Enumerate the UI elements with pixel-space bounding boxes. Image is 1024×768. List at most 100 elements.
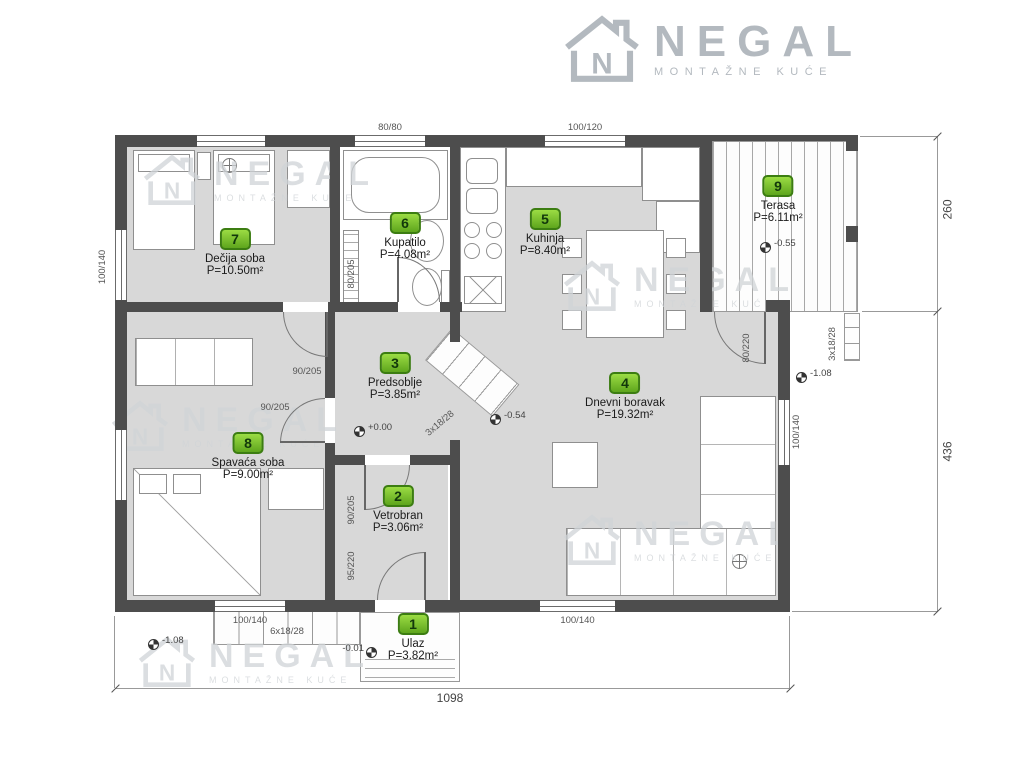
house-logo-icon: N [111,400,169,451]
watermark-brand: NEGAL [634,515,798,553]
wall-segment [330,147,340,312]
room-area: P=9.00m² [222,469,274,481]
wall-segment [615,600,790,612]
room-label-vetrobran: 2 Vetrobran P=3.06m² [373,485,423,534]
house-logo-icon: N [138,636,196,687]
kitchen-sink-basin [466,188,498,214]
bathtub-basin [351,157,440,213]
dim-label-terrace-depth: 260 [940,199,955,220]
extension-line [114,616,115,688]
room-label-predsoblje: 3 Predsoblje P=3.85m² [368,352,422,401]
dim-label-steps-entrance: 6x18/28 [270,626,304,637]
hob-burner [464,243,480,259]
watermark-subtitle: MONTAŽNE KUĆE [214,193,357,203]
room-name: Kupatilo [384,237,426,249]
wall-segment [115,600,215,612]
wall-segment [285,600,375,612]
watermark-subtitle: MONTAŽNE KUĆE [209,675,352,685]
dim-label-window-bottom-living: 100/140 [560,615,595,626]
chair [666,238,686,258]
wall-segment [328,302,398,312]
room-area: P=3.85m² [369,389,421,401]
chair [666,310,686,330]
room-area: P=3.82m² [387,650,439,662]
room-name: Dečija soba [204,253,266,265]
hob-burner [486,243,502,259]
logo-subtitle: MONTAŽNE KUĆE [654,66,834,78]
hob-burner [486,222,502,238]
wall-segment [778,465,790,612]
watermark-brand: NEGAL [634,261,798,299]
dining-table [586,230,664,338]
house-logo-icon: N [563,514,621,565]
logo-letter: N [584,284,600,310]
door-leaf [326,312,328,357]
house-logo-icon: N [565,15,639,82]
wall-segment [325,443,335,600]
room-label-spavaca-soba: 8 Spavaća soba P=9.00m² [211,432,285,481]
dim-label-door-entrance: 95/220 [346,551,357,581]
window [197,135,265,147]
watermark-logo: N NEGAL MONTAŽNE KUĆE [560,258,798,314]
level-marker-icon [760,242,771,253]
dim-label-window-bottom-bedroom: 100/140 [232,615,268,626]
window [545,135,625,147]
level-text-entry: -0.01 [342,643,364,654]
window [540,600,615,612]
window [778,400,790,465]
chair [562,238,582,258]
level-marker-icon [366,647,377,658]
logo-letter: N [164,178,180,204]
wall-segment [700,135,712,312]
toilet-tank [441,270,450,304]
room-area: P=4.08m² [379,249,431,261]
watermark-logo: N NEGAL MONTAŽNE KUĆE [560,512,798,568]
level-text-hall: +0.00 [368,422,393,433]
watermark-logo: N NEGAL MONTAŽNE KUĆE [135,634,373,690]
watermark-brand: NEGAL [214,155,378,193]
wardrobe [287,150,330,208]
stairs-terrace [844,313,860,361]
pillow [173,474,201,494]
porch-steps [365,652,455,678]
house-logo-icon: N [143,154,201,205]
logo-letter: N [584,538,600,564]
level-marker-icon [490,414,501,425]
watermark-text: NEGAL MONTAŽNE KUĆE [634,517,798,563]
wall-segment [425,135,545,147]
room-name: Predsoblje [367,377,423,389]
coffee-table [552,442,598,488]
door-leaf [280,441,325,443]
room-label-kupatilo: 6 Kupatilo P=4.08m² [380,212,430,261]
wall-segment [335,455,365,465]
level-text-terrace-ground: -1.08 [810,368,832,379]
room-name: Spavaća soba [211,457,285,469]
wall-segment [325,312,335,398]
logo-text: NEGAL MONTAŽNE KUĆE [654,20,863,79]
level-marker-icon [354,426,365,437]
level-marker-icon [796,372,807,383]
wall-segment [450,312,460,342]
dim-label-door-children: 90/205 [292,366,322,377]
dim-label-house-depth: 436 [940,441,955,462]
room-area: P=19.32m² [596,409,654,421]
room-name: Kuhinja [525,233,565,245]
room-name: Terasa [760,200,796,212]
dim-label-door-terrace: 80/220 [741,333,752,363]
logo-letter: N [132,424,148,450]
wall-segment [846,135,858,151]
level-text-living: -0.54 [504,410,526,421]
dimension-line [115,688,791,689]
room-label-ulaz: 1 Ulaz P=3.82m² [388,613,438,662]
ceiling-light-icon [732,554,747,569]
room-badge: 5 [529,208,561,230]
level-marker-icon [148,639,159,650]
watermark-logo: N NEGAL MONTAŽNE KUĆE [140,152,378,208]
wall-segment [440,302,462,312]
room-badge: 4 [609,372,641,394]
level-text-entry-ground: -1.08 [162,635,184,646]
radiator [343,230,359,308]
dim-label-window-right-living: 100/140 [791,414,802,450]
room-label-decija-soba: 7 Dečija soba P=10.50m² [205,228,265,277]
wall-segment [778,300,790,400]
